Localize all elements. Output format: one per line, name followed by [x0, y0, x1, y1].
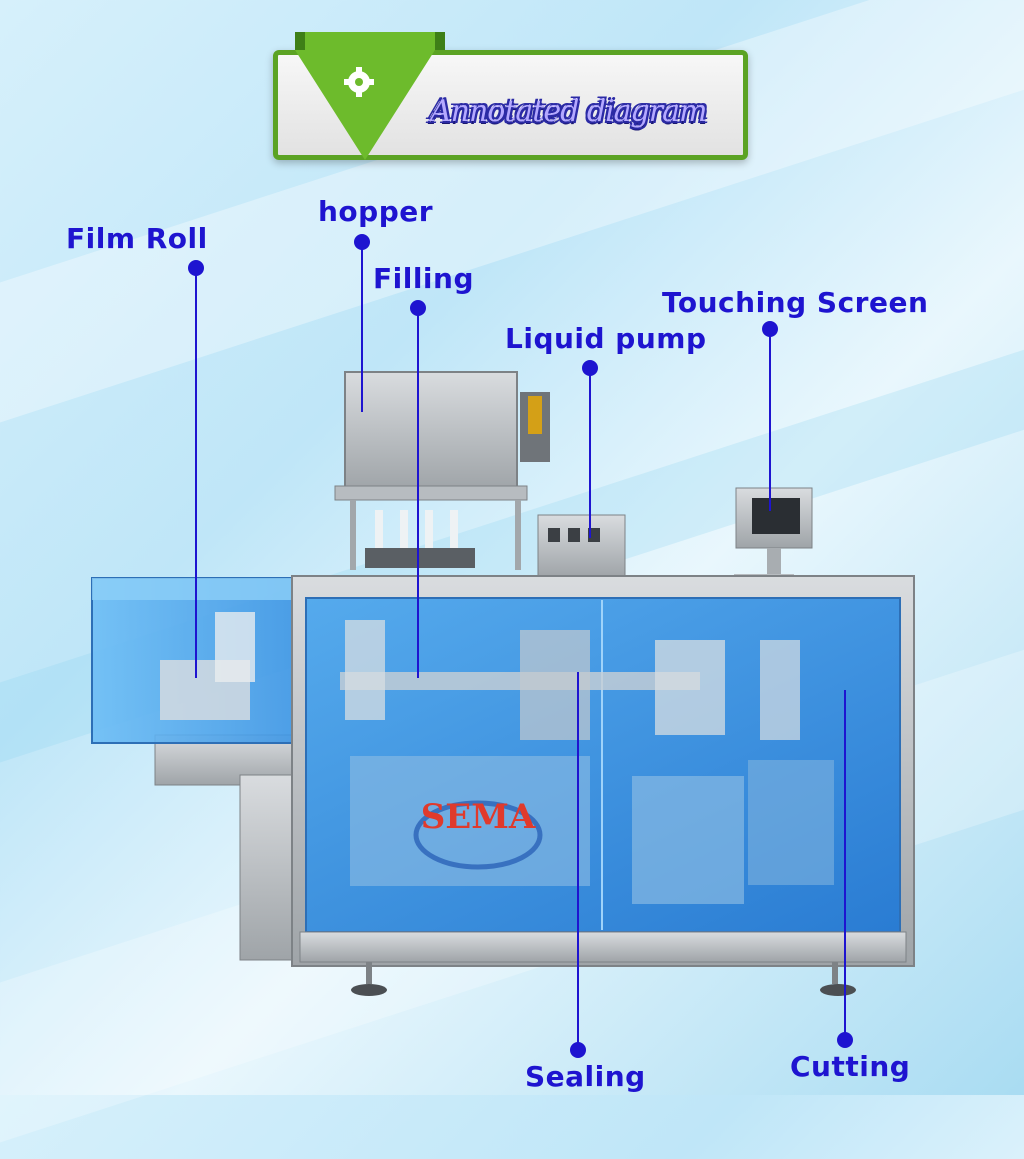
leader-line-touching-screen — [769, 329, 771, 511]
leader-line-filling — [417, 308, 419, 678]
label-touching-screen: Touching Screen — [662, 286, 929, 319]
film-roll-housing — [91, 577, 308, 744]
leader-line-liquid-pump — [589, 368, 591, 538]
filling-nozzles — [350, 500, 521, 570]
leader-line-cutting — [844, 690, 846, 1040]
hopper-tank — [334, 371, 550, 501]
banner-ribbon — [295, 32, 445, 160]
logo-text: SEMA — [421, 797, 536, 837]
gear-icon — [344, 67, 374, 97]
page-title: Annotated diagram — [430, 94, 707, 129]
leader-line-hopper — [361, 242, 363, 412]
main-frame — [291, 575, 915, 967]
leader-line-sealing — [577, 672, 579, 1050]
label-sealing: Sealing — [525, 1060, 646, 1093]
label-filling: Filling — [373, 262, 474, 295]
callout-dot-cutting — [837, 1032, 853, 1048]
touch-screen-panel — [734, 487, 813, 582]
liquid-pump-box — [537, 514, 626, 578]
label-cutting: Cutting — [790, 1050, 911, 1083]
leader-line-film-roll — [195, 268, 197, 678]
machine-feet — [351, 962, 856, 996]
callout-dot-sealing — [570, 1042, 586, 1058]
label-hopper: hopper — [318, 195, 434, 228]
packaging-machine-illustration: SEMA — [91, 371, 915, 996]
label-liquid-pump: Liquid pump — [505, 322, 707, 355]
label-film-roll: Film Roll — [66, 222, 208, 255]
sema-logo: SEMA — [413, 797, 543, 870]
